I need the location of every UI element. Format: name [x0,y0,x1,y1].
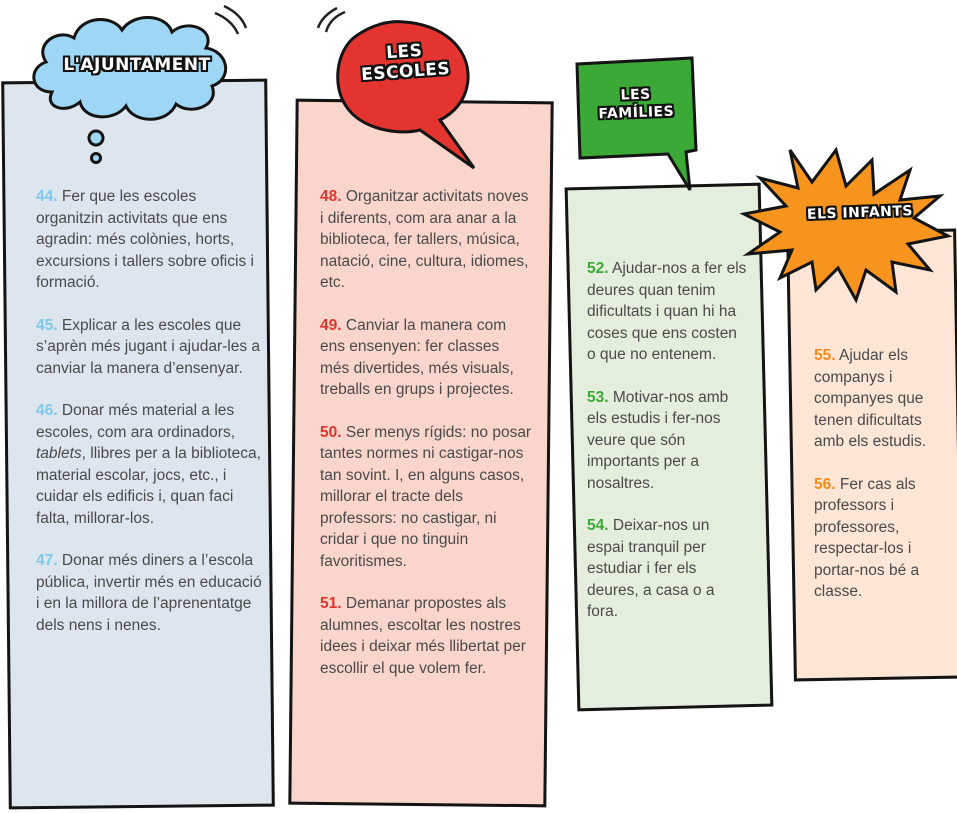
item-number: 50. [320,423,342,441]
item-text: Motivar-nos amb els estudis i fer-nos ve… [587,388,729,492]
item-number: 55. [814,347,836,364]
list-item: 54. Deixar-nos un espai tranquil per est… [587,515,749,623]
item-text: Deixar-nos un espai tranquil per estudia… [587,517,715,620]
title-ajuntament: L'AJUNTAMENT [63,55,211,75]
list-item: 47. Donar més diners a l’escola pública,… [36,550,264,636]
column-infants: 55. Ajudar els companys i companyes que … [814,345,954,624]
item-text: Canviar la manera com ens ensenyen: fer … [320,316,514,399]
column-ajuntament: 44. Fer que les escoles organitzin activ… [36,186,264,657]
item-number: 52. [587,260,609,277]
item-text: Fer cas als professors i professores, re… [814,475,920,601]
list-item: 51. Demanar propostes als alumnes, escol… [320,593,532,679]
title-escoles: LES ESCOLES [349,38,462,86]
item-text: Donar més diners a l’escola pública, inv… [36,552,262,634]
item-text: Demanar propostes als alumnes, escoltar … [320,595,526,677]
item-number: 51. [320,595,342,612]
item-number: 53. [587,388,609,406]
list-item: 46. Donar més material a les escoles, co… [36,400,264,529]
item-text: Ajudar-nos a fer els deures quan tenim d… [587,260,747,363]
title-families: LES FAMÍLIES [584,84,687,124]
item-text: Organitzar activitats noves i diferents,… [320,188,529,291]
list-item: 44. Fer que les escoles organitzin activ… [36,186,264,294]
item-text: Explicar a les escoles que s’aprèn més j… [36,316,261,377]
item-number: 44. [36,188,58,205]
item-text-italic: tablets [36,445,82,462]
item-text: Fer que les escoles organitzin activitat… [36,188,254,291]
item-number: 45. [36,316,58,334]
list-item: 53. Motivar-nos amb els estudis i fer-no… [587,387,749,495]
item-number: 46. [36,402,58,419]
item-text: , llibres per a la biblioteca, material … [36,445,261,527]
item-number: 49. [320,316,342,334]
list-item: 50. Ser menys rígids: no posar tantes no… [320,422,532,573]
item-text: Ajudar els companys i companyes que tene… [814,347,926,450]
item-number: 54. [587,517,609,534]
item-number: 56. [814,475,836,493]
item-text: Ser menys rígids: no posar tantes normes… [320,423,532,570]
item-number: 48. [320,188,342,205]
item-number: 47. [36,552,58,569]
column-escoles: 48. Organitzar activitats noves i difere… [320,186,532,700]
list-item: 49. Canviar la manera com ens ensenyen: … [320,315,532,401]
list-item: 48. Organitzar activitats noves i difere… [320,186,532,294]
title-families-line2: FAMÍLIES [598,103,675,123]
column-families: 52. Ajudar-nos a fer els deures quan ten… [587,258,749,644]
list-item: 45. Explicar a les escoles que s’aprèn m… [36,315,264,380]
item-text: Donar més material a les escoles, com ar… [36,402,236,441]
list-item: 52. Ajudar-nos a fer els deures quan ten… [587,258,749,366]
list-item: 55. Ajudar els companys i companyes que … [814,345,954,453]
list-item: 56. Fer cas als professors i professores… [814,474,954,603]
